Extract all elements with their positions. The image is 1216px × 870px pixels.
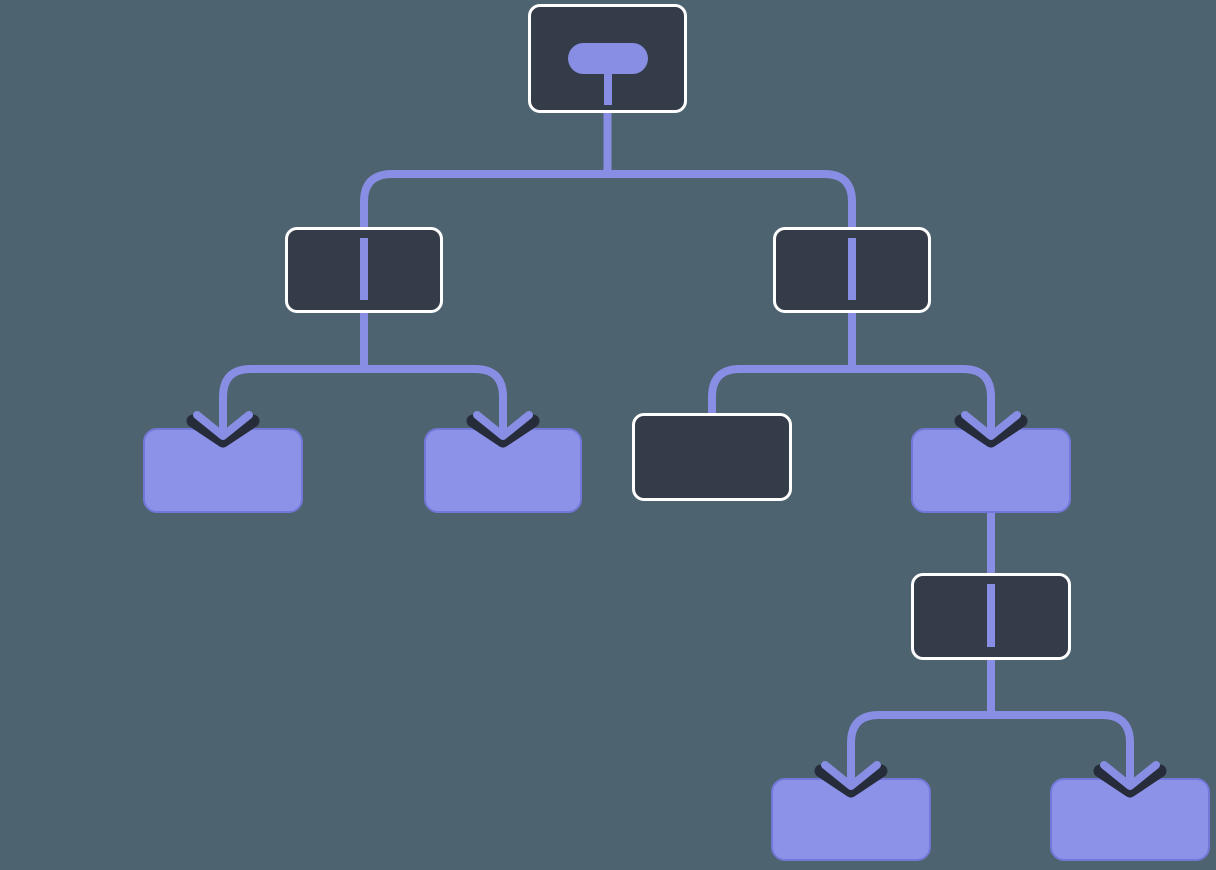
chevron-arrowhead — [473, 411, 533, 440]
arrow-down-icon — [814, 744, 888, 798]
chevron-shadow — [466, 414, 540, 448]
chevron-shadow — [1093, 764, 1167, 798]
chevron-arrowhead — [193, 411, 253, 440]
leaf-node-bottom-left[interactable] — [771, 778, 931, 861]
root-node[interactable] — [528, 4, 687, 113]
connector-path — [708, 365, 852, 415]
split-node-left[interactable] — [285, 227, 443, 313]
pass-through-line-icon — [848, 238, 856, 300]
pass-through-line-icon — [360, 238, 368, 300]
chevron-shadow — [186, 414, 260, 448]
chevron-arrowhead — [821, 761, 881, 790]
connector-path — [360, 170, 608, 229]
pass-through-line-icon — [987, 584, 995, 647]
split-node-bottom[interactable] — [911, 573, 1071, 660]
connector-path — [847, 711, 991, 782]
dark-child-node[interactable] — [632, 413, 792, 501]
arrow-down-icon — [1093, 744, 1167, 798]
chevron-arrowhead — [1100, 761, 1160, 790]
connector-path — [991, 711, 1134, 782]
arrow-down-icon — [954, 394, 1028, 448]
connector-path — [607, 170, 856, 229]
split-node-right[interactable] — [773, 227, 931, 313]
root-pill-icon — [567, 43, 648, 74]
chevron-arrowhead — [961, 411, 1021, 440]
root-pill-stem — [603, 69, 612, 105]
arrow-down-icon — [466, 394, 540, 448]
chevron-shadow — [814, 764, 888, 798]
leaf-node-right[interactable] — [911, 428, 1071, 513]
chevron-shadow — [954, 414, 1028, 448]
arrow-down-icon — [186, 394, 260, 448]
